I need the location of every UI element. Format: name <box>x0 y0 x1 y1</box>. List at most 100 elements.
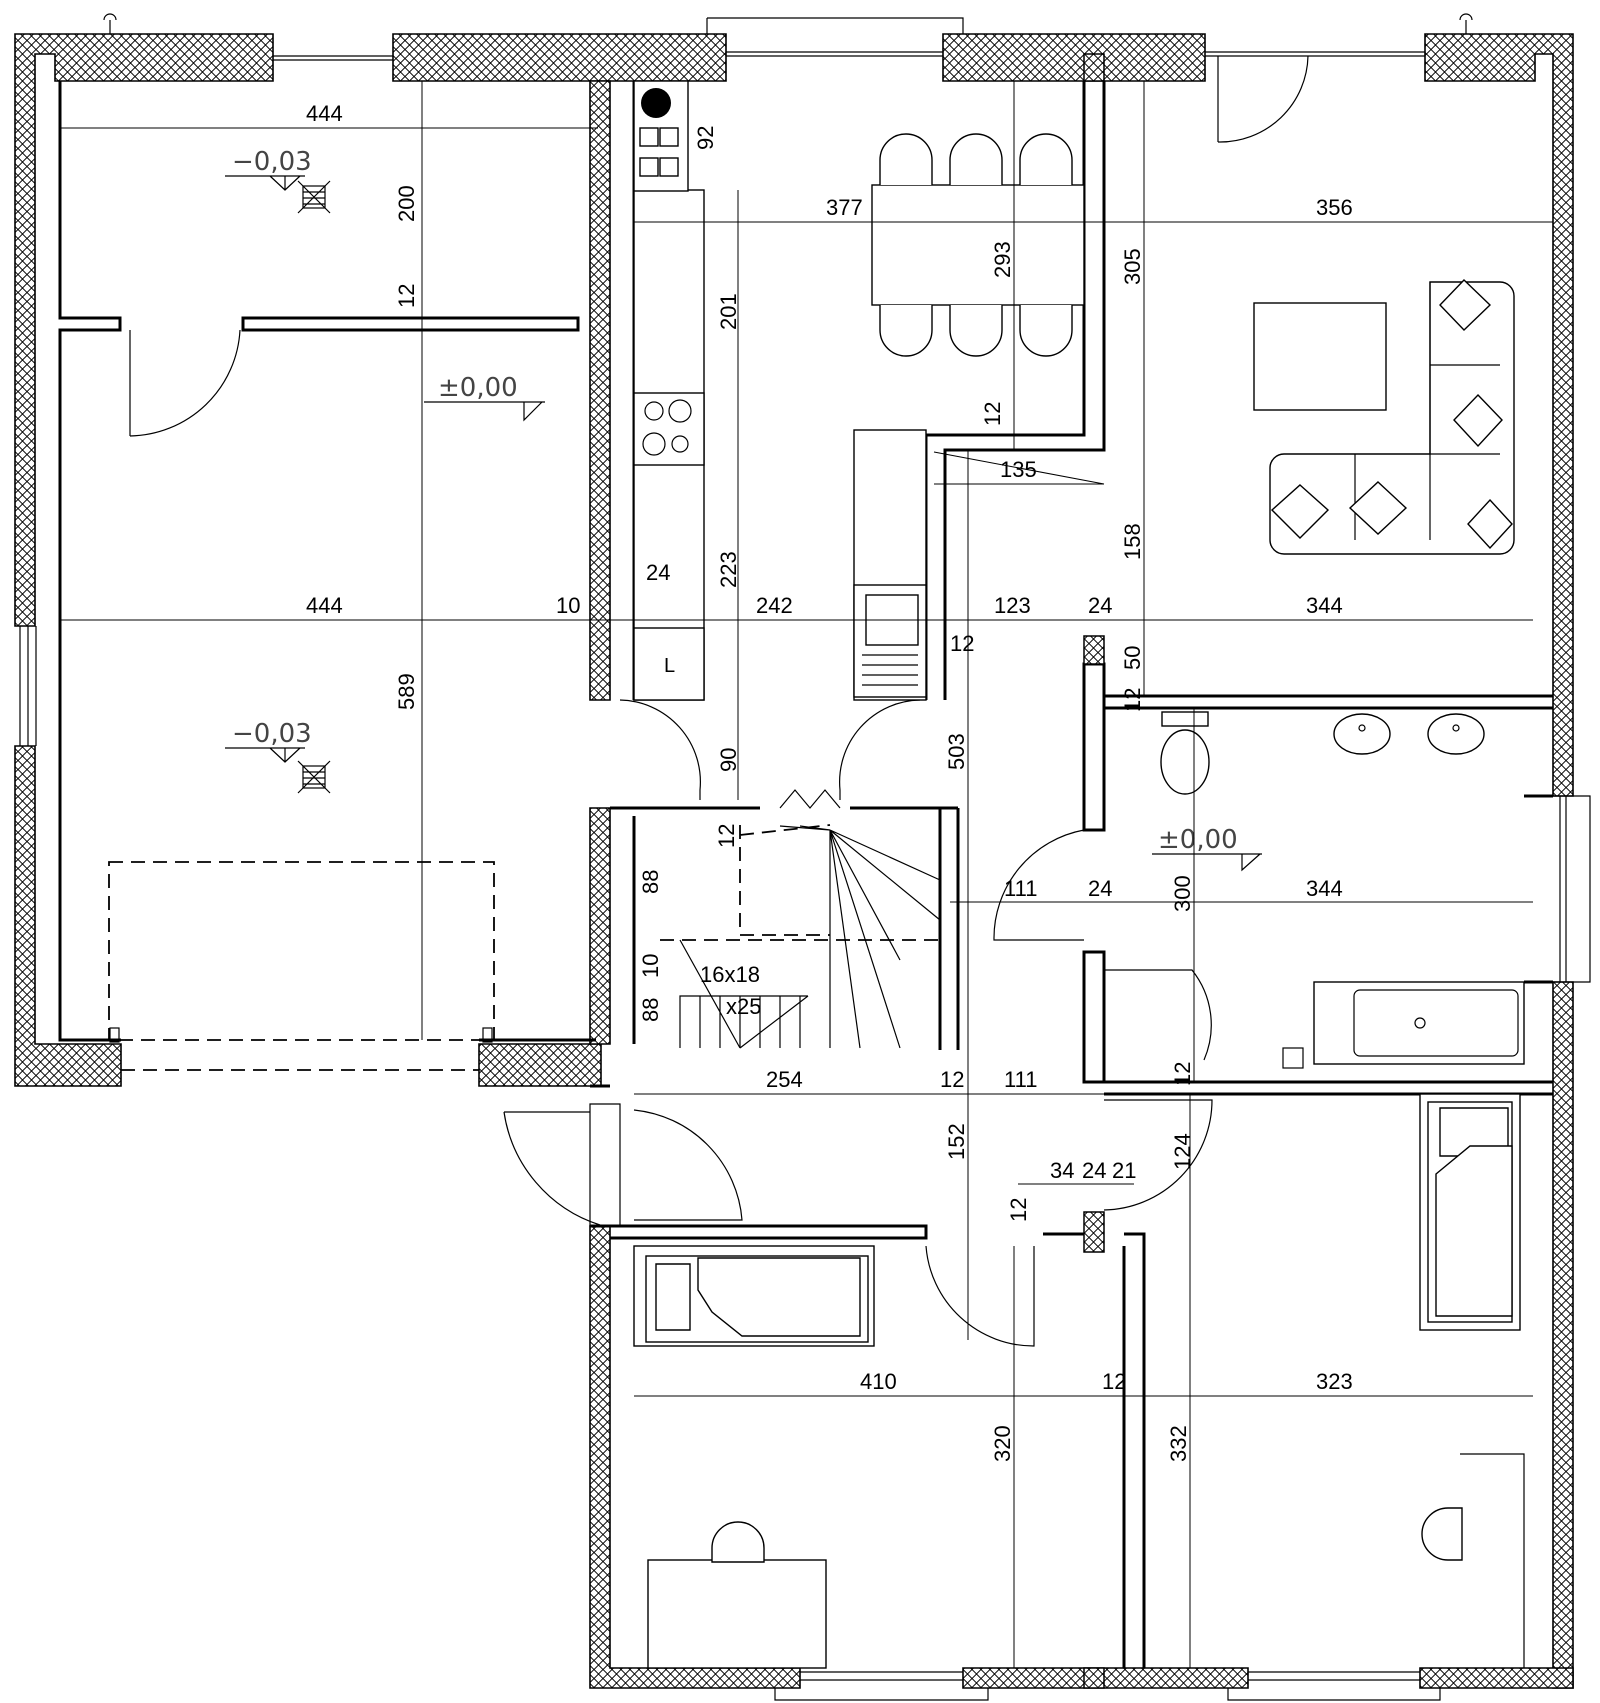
burner-1 <box>644 401 664 421</box>
dim-10-left: 10 <box>556 593 580 618</box>
column-bottom <box>1083 1667 1105 1689</box>
level-garage-bottom-symbol <box>225 747 305 763</box>
desk-right <box>1460 1453 1525 1668</box>
wall-right-lower <box>1552 981 1574 1689</box>
window-knob-2 <box>1459 13 1473 34</box>
door-garage-inner <box>129 329 241 437</box>
bedroom-furniture <box>633 1093 1525 1669</box>
dim-12-lower: 12 <box>940 1067 964 1092</box>
dim-12-dining: 12 <box>980 402 1005 426</box>
cushion-2 <box>1453 393 1503 448</box>
dim-50: 50 <box>1120 646 1145 670</box>
toilet-tank <box>1161 711 1209 727</box>
level-bathroom-symbol <box>1152 853 1262 872</box>
windows <box>19 13 1591 1701</box>
lower-hall-wall <box>590 1084 928 1240</box>
interior-walls <box>58 53 1553 1689</box>
level-garage-top: −0,03 <box>232 147 312 177</box>
door-entry-inner <box>633 1109 743 1221</box>
dimension-texts: 444 200 12 444 589 10 92 201 223 24 242 … <box>306 101 1353 1462</box>
window-garage-left <box>19 626 37 746</box>
sofa-corner <box>1269 281 1515 555</box>
doors <box>129 55 1309 1347</box>
dim-344-bath: 344 <box>1306 876 1343 901</box>
door-bedroom-left <box>925 1245 1035 1347</box>
dining-set <box>871 133 1085 357</box>
door-kitchen <box>619 699 701 800</box>
dim-242: 242 <box>756 593 793 618</box>
dim-444-mid: 444 <box>306 593 343 618</box>
dim-589: 589 <box>394 673 419 710</box>
dim-323: 323 <box>1316 1369 1353 1394</box>
cushion-4 <box>1348 481 1408 535</box>
burner-3 <box>642 432 666 456</box>
bath-right-wall <box>1524 794 1553 984</box>
drain-garage-top-lines <box>297 180 331 214</box>
stair-treads <box>679 939 809 1049</box>
bathroom-fixtures <box>1160 711 1525 1069</box>
dim-12-bedroom: 12 <box>1006 1198 1031 1222</box>
pillow-left <box>655 1263 691 1331</box>
drain-garage-bottom-lines <box>297 760 331 794</box>
stair-winders <box>779 825 941 1049</box>
bathtub <box>1313 981 1525 1065</box>
door-entry-frame <box>589 1103 621 1227</box>
dim-158: 158 <box>1120 523 1145 560</box>
door-bedroom-right <box>1103 1099 1213 1211</box>
dim-152: 152 <box>944 1123 969 1160</box>
dim-135: 135 <box>1000 457 1037 482</box>
level-garage-bottom: −0,03 <box>232 719 312 749</box>
duvet-left <box>697 1257 861 1337</box>
dim-377: 377 <box>826 195 863 220</box>
cabinet-cell-1 <box>639 127 659 147</box>
kitchen-furniture: L <box>633 80 927 701</box>
dim-300: 300 <box>1170 875 1195 912</box>
garage-door-post-right <box>482 1027 493 1043</box>
dim-111-hall: 111 <box>1004 876 1037 901</box>
cushion-5 <box>1467 498 1513 550</box>
dimension-lines <box>60 81 1553 1668</box>
burner-4 <box>671 435 689 453</box>
bathtub-inner <box>1353 989 1519 1057</box>
bath-wall-lower <box>1082 950 1106 1084</box>
level-bathroom: ±0,00 <box>1158 825 1238 855</box>
sink-drainer <box>862 654 918 686</box>
garage-partition <box>241 316 580 332</box>
bathtub-drain <box>1414 1017 1426 1029</box>
level-hall: ±0,00 <box>438 373 518 403</box>
dim-12-bath-top: 12 <box>1120 688 1145 712</box>
cabinet-cell-3 <box>639 157 659 177</box>
chair-top-2 <box>949 133 1003 185</box>
dim-111-lower: 111 <box>1004 1067 1037 1092</box>
toilet-bowl <box>1160 729 1210 795</box>
level-garage-top-symbol <box>225 175 305 191</box>
dim-344-living: 344 <box>1306 593 1343 618</box>
wall-top-right <box>1424 33 1574 797</box>
wall-bottom-2 <box>962 1667 1249 1689</box>
washbasin-2 <box>1427 713 1485 755</box>
sofa-seams <box>1354 282 1500 540</box>
cabinet-cell-2 <box>659 127 679 147</box>
washbasin-1-drain <box>1358 724 1366 732</box>
dim-254: 254 <box>766 1067 803 1092</box>
garage-inner-outline <box>58 81 596 1042</box>
washbasin-2-drain <box>1452 724 1460 732</box>
chair-bottom-1 <box>879 305 933 357</box>
chair-right <box>1421 1507 1463 1561</box>
dim-410: 410 <box>860 1369 897 1394</box>
coffee-table <box>1253 302 1387 411</box>
chair-left <box>711 1521 765 1563</box>
dim-92: 92 <box>693 126 718 150</box>
wall-left-lower <box>14 745 122 1087</box>
stove <box>633 392 705 466</box>
chair-top-1 <box>879 133 933 185</box>
stair-step-size: 16x18 <box>700 962 760 987</box>
dim-88-bottom: 88 <box>638 998 663 1022</box>
chair-top-3 <box>1019 133 1073 185</box>
dim-12-stair: 12 <box>714 824 739 848</box>
cushion-1 <box>1439 279 1492 331</box>
door-bath <box>993 829 1085 941</box>
door-living-top <box>1217 55 1309 143</box>
stair-step-count: x25 <box>726 994 761 1019</box>
